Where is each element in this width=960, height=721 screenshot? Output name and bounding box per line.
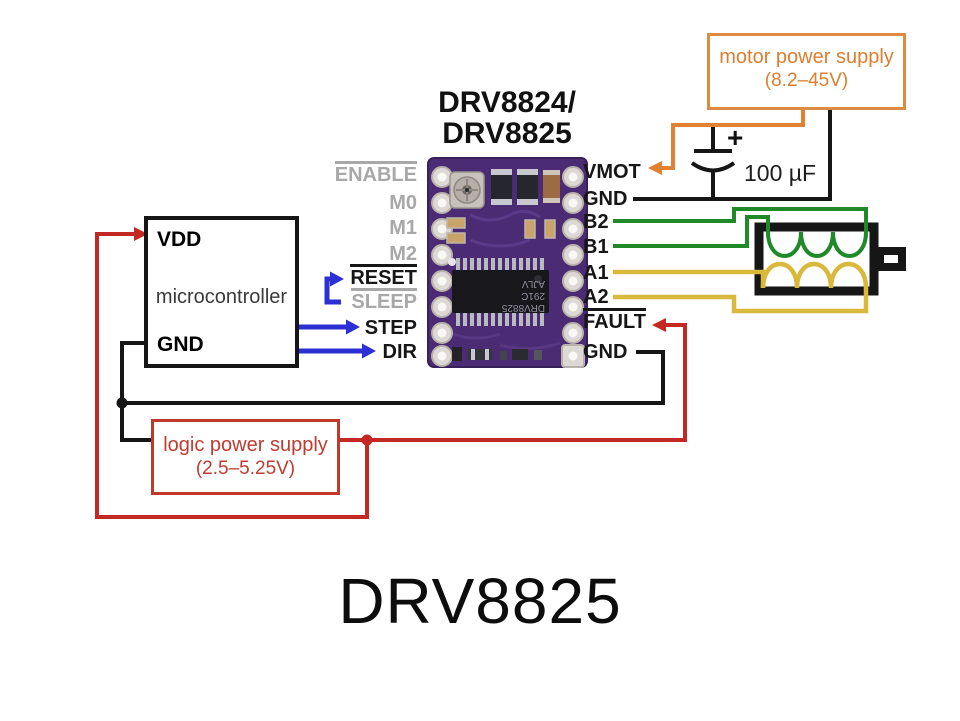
- reset-sleep-jumper: [324, 276, 341, 305]
- vmot-gnd-wire: [633, 110, 832, 201]
- ic-marking: DRV8825 291C AJLV: [452, 271, 549, 313]
- pin-label-m1: M1: [389, 217, 417, 239]
- coil-a-winding: [760, 261, 869, 289]
- pin-label-gnd-top: GND: [583, 188, 628, 210]
- pin-label-fault: FAULT: [583, 308, 646, 333]
- dir-arrowhead-icon: [362, 343, 376, 359]
- driver-gnd-return-wire: [122, 350, 665, 405]
- pin-label-reset-text: RESET: [350, 264, 417, 289]
- ic-marking-line2: 291C: [521, 290, 545, 301]
- pin-label-sleep-text: SLEEP: [351, 288, 417, 313]
- motor-shaft: [876, 247, 906, 271]
- logic-supply-voltage: (2.5–5.25V): [195, 458, 296, 479]
- pin-label-b2: B2: [583, 211, 609, 233]
- pin-label-m2: M2: [389, 243, 417, 265]
- cap-plate-curved: [690, 161, 736, 173]
- microcontroller-box: VDD microcontroller GND: [144, 216, 299, 368]
- smd-capacitors: [491, 169, 560, 205]
- capacitor-value: 100 µF: [744, 160, 817, 186]
- micro-name-label: microcontroller: [155, 286, 288, 308]
- motor-power-wire: [648, 110, 805, 175]
- pin-label-m0: M0: [389, 192, 417, 214]
- coil-b-wires: [613, 207, 868, 258]
- pin-label-enable: ENABLE: [334, 161, 417, 186]
- reset-arrowhead-icon: [330, 271, 344, 287]
- pin-label-b1: B1: [583, 236, 609, 258]
- ic-marking-line1: DRV8825: [501, 302, 545, 313]
- pcb-traces: [469, 210, 541, 248]
- driver-ic: [452, 258, 549, 326]
- board-title-line2: DRV8825: [442, 117, 572, 150]
- gnd-junction-dot: [116, 397, 128, 409]
- vdd-arrowhead-icon: [134, 227, 148, 241]
- smd-passives: [446, 217, 556, 266]
- image-caption: DRV8825: [338, 565, 622, 637]
- ground-wires: [120, 110, 832, 442]
- micro-gnd-wire: [120, 341, 151, 442]
- logic-junction-dot: [361, 434, 373, 446]
- pin-label-step: STEP: [364, 317, 417, 339]
- fault-arrowhead-icon: [652, 318, 666, 332]
- b2-wire: [613, 207, 868, 232]
- motor-power-supply-box: motor power supply (8.2–45V): [707, 33, 906, 110]
- ic-marking-line3: AJLV: [521, 278, 545, 289]
- pin-label-sleep: SLEEP: [351, 288, 417, 313]
- motor-supply-label: motor power supply: [719, 46, 894, 68]
- pin-label-vmot: VMOT: [583, 161, 641, 183]
- logic-power-wires: [95, 227, 687, 519]
- fault-wire: [338, 323, 687, 442]
- logic-power-supply-box: logic power supply (2.5–5.25V): [151, 419, 340, 495]
- pin-label-a1: A1: [583, 262, 609, 284]
- vmot-wire: [662, 110, 805, 170]
- micro-vdd-label: VDD: [157, 228, 202, 251]
- coil-b-winding: [766, 231, 868, 258]
- board-title: DRV8824/ DRV8825: [418, 87, 596, 149]
- a2-wire: [613, 288, 869, 314]
- motor-body: [754, 222, 879, 296]
- board-title-line1: DRV8824/: [438, 86, 576, 119]
- pin-label-fault-text: FAULT: [583, 308, 646, 333]
- pin-label-reset: RESET: [350, 264, 417, 289]
- coil-a-wires: [613, 261, 869, 314]
- vdd-wire: [95, 232, 369, 519]
- bulk-capacitor: [690, 125, 736, 201]
- pin-label-enable-text: ENABLE: [334, 161, 417, 186]
- stepper-motor: [754, 222, 906, 296]
- a1-wire: [613, 269, 766, 288]
- driver-board: [427, 157, 588, 368]
- step-arrowhead-icon: [346, 319, 360, 335]
- pin-label-a2: A2: [583, 286, 609, 308]
- pin-label-dir: DIR: [382, 341, 417, 363]
- current-trim-pot: [449, 171, 485, 209]
- logic-supply-label: logic power supply: [163, 434, 328, 456]
- bottom-components: [452, 347, 542, 361]
- b1-wire: [613, 215, 770, 248]
- micro-gnd-label: GND: [157, 333, 204, 356]
- board-pads-left: [431, 166, 453, 367]
- control-signal-wires: [299, 271, 376, 359]
- board-pads-right: [561, 166, 585, 368]
- capacitor-polarity: +: [727, 122, 744, 153]
- vmot-arrowhead-icon: [648, 161, 662, 175]
- motor-supply-voltage: (8.2–45V): [764, 70, 849, 91]
- pin-label-gnd-bottom: GND: [583, 341, 628, 363]
